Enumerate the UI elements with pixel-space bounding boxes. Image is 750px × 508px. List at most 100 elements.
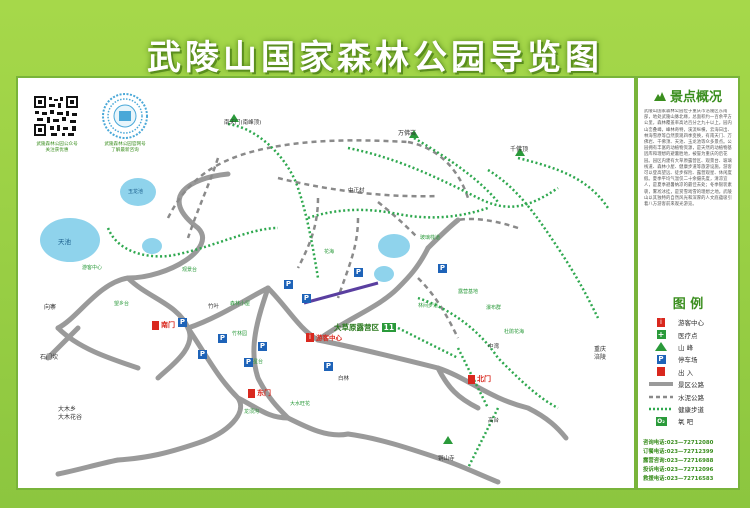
green-label-a: 游客中心 — [82, 265, 103, 271]
phone-dining[interactable]: 订餐电话:023—72712399 — [643, 449, 714, 455]
legend-item: 出 入 — [648, 366, 738, 378]
gate-nanmen[interactable]: 南门 — [152, 320, 175, 330]
legend: i 游客中心 + 医疗点 山 峰 P 停车场 出 入 景区公路 水泥公路 — [648, 316, 738, 428]
legend-item: O₂ 氧 吧 — [648, 415, 738, 427]
qr-caption-1-line2: 关注获优惠 — [45, 148, 69, 153]
road-icon — [649, 382, 673, 387]
label-chongqing: 重庆 涪陵 — [594, 346, 607, 361]
entrance-icon — [468, 374, 475, 384]
legend-label: 水泥公路 — [678, 393, 704, 402]
parking-icon[interactable]: P — [198, 350, 207, 359]
green-label-m: 大水旺花 — [290, 401, 311, 407]
legend-title: 图 例 — [672, 297, 704, 312]
water-road-icon — [649, 395, 673, 398]
gate-beimen[interactable]: 北门 — [468, 374, 491, 384]
phone-complaint[interactable]: 投诉电话:023—72712096 — [643, 467, 714, 473]
green-label-l: 杜鹃花海 — [504, 329, 525, 335]
qr-code-website[interactable] — [100, 92, 150, 140]
parking-icon[interactable]: P — [218, 334, 227, 343]
entrance-icon — [152, 320, 159, 330]
legend-item: 山 峰 — [648, 341, 738, 353]
gate-dongmen[interactable]: 东门 — [248, 388, 271, 398]
label-qianfoding: 千佛顶 — [510, 146, 529, 153]
legend-item: P 停车场 — [648, 353, 738, 365]
legend-label: 停车场 — [678, 356, 698, 365]
parking-icon[interactable]: P — [244, 358, 253, 367]
legend-label: 山 峰 — [678, 343, 694, 352]
green-label-h: 竹林园 — [232, 331, 248, 337]
legend-label: 医疗点 — [678, 331, 698, 340]
parking-icon[interactable]: P — [354, 268, 363, 277]
label-xiangzhai: 向寨 — [44, 304, 57, 311]
qr-caption-1-line1: 武陵森林公园公众号 — [36, 142, 78, 147]
legend-item: 水泥公路 — [648, 390, 738, 402]
legend-label: 出 入 — [678, 368, 694, 377]
phone-camping[interactable]: 露营咨询:023—72716988 — [643, 458, 714, 464]
legend-label: 健康步道 — [678, 405, 704, 414]
green-label-g: 露营基地 — [458, 289, 479, 295]
label-camping-area-text: 大草原露营区 — [334, 323, 379, 332]
legend-item: 健康步道 — [648, 403, 738, 415]
legend-item: 景区公路 — [648, 378, 738, 390]
visitor-center-icon: i — [657, 317, 665, 327]
gate-beimen-label: 北门 — [477, 375, 491, 383]
qr-caption-2-line2: 了解最新咨询 — [111, 148, 139, 153]
label-zhongwan: 中湾 — [488, 344, 500, 350]
parking-icon[interactable]: P — [178, 318, 187, 327]
legend-item: + 医疗点 — [648, 328, 738, 340]
cement-roads — [166, 139, 519, 339]
green-label-b: 观景台 — [182, 267, 198, 273]
lake-small — [142, 238, 162, 254]
visitor-center-marker[interactable]: i 游客中心 — [306, 332, 342, 342]
parking-icon[interactable]: P — [324, 362, 333, 371]
parking-icon[interactable]: P — [302, 294, 311, 303]
mountain-markers — [229, 114, 525, 444]
green-label-n: 龙须沟 — [244, 409, 260, 415]
label-shimen: 石门坎 — [40, 354, 59, 361]
label-nantianmen: 南天门(南峰顶) — [224, 120, 262, 126]
mountain-icon — [443, 436, 453, 444]
phone-consult[interactable]: 咨询电话:023—72712080 — [643, 440, 714, 446]
qr-caption-2-line1: 武陵森林公园官网号 — [104, 142, 146, 147]
green-label-c: 望乡台 — [114, 301, 130, 307]
parking-icon[interactable]: P — [284, 280, 293, 289]
lake-east — [378, 234, 410, 258]
purple-route — [303, 281, 379, 305]
phone-rescue[interactable]: 救援电话:023—72716583 — [643, 476, 714, 482]
green-label-e: 花海 — [324, 249, 335, 255]
phone-list: 咨询电话:023—72712080 订餐电话:023—72712399 露营咨询… — [638, 438, 738, 483]
side-panel: 景点概况 武陵山国家森林公园位于重庆市涪陵区东南部，地处武陵山脉北缘，总面积约一… — [636, 76, 740, 490]
label-camping-area-number: 11 — [381, 323, 397, 332]
entrance-icon — [657, 367, 665, 377]
hiking-trails — [106, 122, 610, 469]
mountain-icon — [653, 91, 666, 101]
qr-caption-1: 武陵森林公园公众号 关注获优惠 — [22, 142, 92, 154]
legend-label: 游客中心 — [678, 319, 704, 328]
green-label-k: 瀑布群 — [486, 305, 502, 311]
parking-icon: P — [656, 354, 666, 364]
medical-icon: + — [656, 330, 666, 340]
gate-dongmen-label: 东门 — [257, 389, 271, 397]
lake-east-small — [374, 266, 394, 282]
label-tianchi: 天池 — [58, 238, 71, 246]
intro-text: 武陵山国家森林公园位于重庆市涪陵区东南部，地处武陵山脉北缘，总面积约一百余平方公… — [644, 109, 732, 208]
parking-icon[interactable]: P — [438, 264, 447, 273]
label-yulongchi: 玉龙池 — [128, 189, 144, 195]
main-roads — [45, 171, 569, 485]
hiking-trail-icon — [649, 407, 673, 411]
entrance-icon — [248, 388, 255, 398]
parking-icon[interactable]: P — [258, 342, 267, 351]
intro-title-text: 景点概况 — [669, 90, 722, 105]
gate-nanmen-label: 南门 — [161, 321, 175, 329]
label-camping-area: 大草原露营区 11 — [334, 322, 397, 333]
map-title: 武陵山国家森林公园导览图 — [147, 38, 603, 78]
green-label-j: 林间步道 — [418, 303, 439, 309]
map-panel[interactable]: 武陵森林公园公众号 关注获优惠 武陵森林公园官网号 了解最新咨询 — [16, 76, 636, 490]
oxygen-icon: O₂ — [655, 416, 667, 426]
visitor-center-icon: i — [306, 332, 314, 342]
qr-code-official-account[interactable] — [32, 94, 80, 138]
green-label-d: 森林小屋 — [230, 301, 251, 307]
legend-label: 氧 吧 — [678, 418, 694, 427]
intro-title: 景点概况 — [638, 86, 738, 105]
legend-item: i 游客中心 — [648, 316, 738, 328]
